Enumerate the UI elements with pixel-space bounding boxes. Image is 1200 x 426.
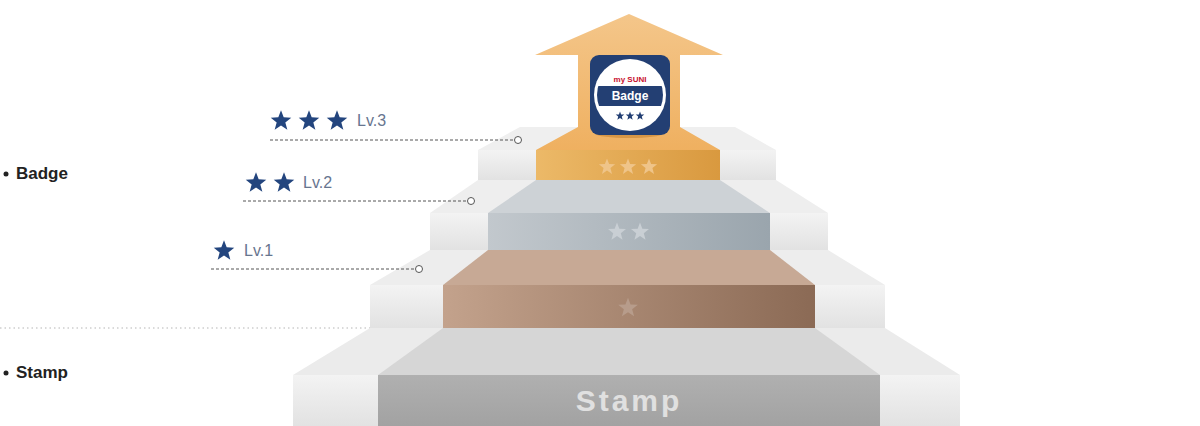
level-star [299, 110, 320, 130]
level-star [214, 240, 235, 260]
badge-frame [590, 55, 670, 135]
level-star [271, 110, 292, 130]
step-star [608, 223, 626, 240]
badge-title: Badge [590, 87, 670, 105]
step-front [370, 285, 885, 328]
badge-band [590, 86, 670, 106]
level-star [246, 172, 267, 192]
step-top-center [378, 328, 880, 375]
badge-star [616, 112, 625, 120]
bullet-dot [4, 371, 9, 376]
level-three-step [536, 150, 720, 180]
step-top-center [488, 180, 770, 213]
step-front [478, 150, 776, 180]
step-star [618, 298, 638, 317]
up-arrow [535, 14, 723, 150]
step-title: Stamp [378, 375, 880, 426]
section-label: Badge [16, 164, 68, 184]
step-star [631, 223, 649, 240]
level-label: Lv.3 [357, 111, 386, 131]
step-top [430, 180, 828, 213]
leader-line [211, 269, 415, 270]
step-top-center [443, 250, 815, 285]
level-label: Lv.1 [244, 241, 273, 261]
step-top [293, 328, 960, 375]
level-star [274, 172, 295, 192]
leader-dot [416, 266, 423, 273]
leader-dot [515, 137, 522, 144]
badge-face [590, 55, 670, 135]
step-star [620, 158, 636, 173]
badge-star [626, 112, 635, 120]
leader-line [270, 140, 514, 141]
stamp-step: Stamp [378, 375, 880, 426]
leader-line [243, 201, 467, 202]
level-star [327, 110, 348, 130]
level-label: Lv.2 [303, 173, 332, 193]
step-front [430, 213, 828, 250]
step-star [641, 158, 657, 173]
step-star [599, 158, 615, 173]
level-two-step [488, 213, 770, 250]
step-front [293, 375, 960, 426]
badge-star [636, 112, 645, 120]
badge-emblem: my SUNIBadge [590, 55, 670, 135]
bullet-dot [4, 172, 9, 177]
badge-logo: my SUNI [590, 74, 670, 86]
section-label: Stamp [16, 363, 68, 383]
leader-dot [468, 198, 475, 205]
step-top [370, 250, 885, 285]
level-one-step [443, 285, 815, 328]
